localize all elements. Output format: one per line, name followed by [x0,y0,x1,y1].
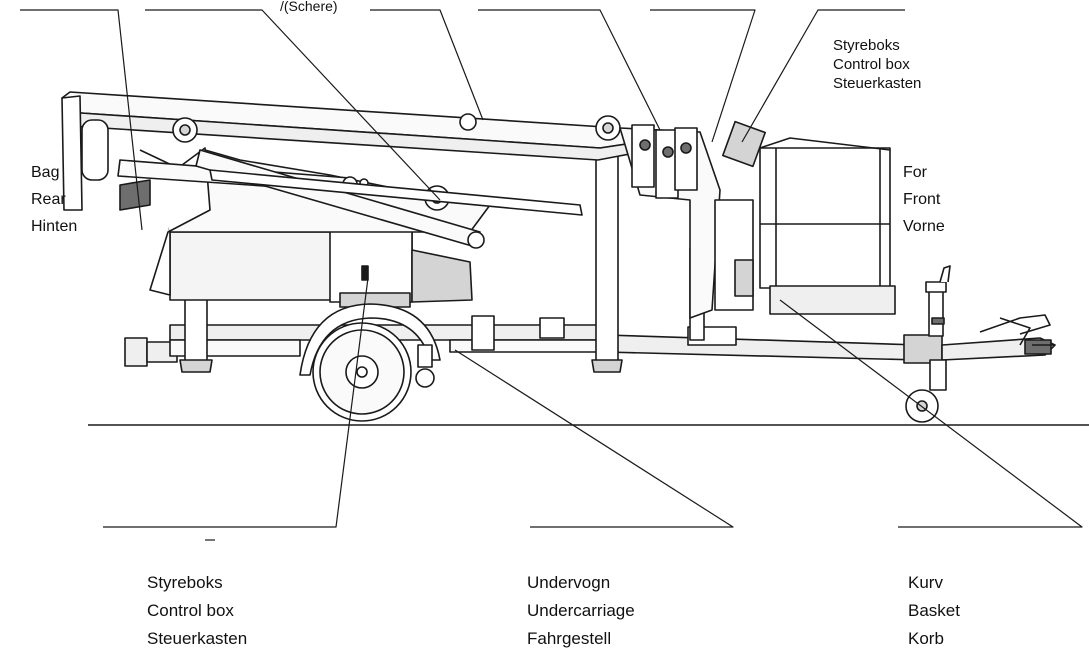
basket-de: Korb [908,629,944,648]
leader-top-4 [478,9,661,131]
front-label: For Front Vorne [903,159,945,240]
basket-cage [722,120,896,315]
top-partial-label: /(Schere) [280,0,338,14]
rear-de: Hinten [31,218,78,235]
control-box-bottom-de: Steuerkasten [147,629,248,648]
basket-en: Basket [908,601,960,620]
control-box-top-de: Steuerkasten [833,75,922,92]
control-box-bottom-no: Styreboks [147,573,223,592]
control-box-bottom-label: Styreboks Control box Steuerkasten [147,569,247,653]
leader-top-2 [145,9,441,201]
control-box-top-en: Control box [833,56,910,73]
leader-control-box-top [741,9,905,143]
leader-top-1 [20,9,143,231]
basket-no: Kurv [908,573,943,592]
leader-basket [779,299,1083,528]
undercarriage-label: Undervogn Undercarriage Fahrgestell [527,569,635,653]
leader-control-box-bottom [103,277,369,528]
rear-label: Bag Rear Hinten [31,159,77,240]
rear-en: Rear [31,191,66,208]
front-no: For [903,164,927,181]
leader-top-5 [650,9,756,143]
jib-head [619,124,754,319]
top-partial-text: /(Schere) [280,0,338,14]
basket-label: Kurv Basket Korb [908,569,960,653]
front-en: Front [903,191,941,208]
leader-top-3 [370,9,484,121]
road-wheel [299,303,441,422]
control-box-bottom-en: Control box [147,601,234,620]
upper-boom [61,91,641,211]
lower-boom [117,149,583,249]
leader-undercarriage [454,349,734,528]
undercarriage-no: Undervogn [527,573,611,592]
front-de: Vorne [903,218,945,235]
undercarriage-en: Undercarriage [527,601,635,620]
rear-no: Bag [31,164,60,181]
control-box-top-label: Styreboks Control box Steuerkasten [833,36,921,93]
leader-lines [20,9,1083,541]
undercarriage-de: Fahrgestell [527,629,612,648]
control-box-top-no: Styreboks [833,37,900,54]
